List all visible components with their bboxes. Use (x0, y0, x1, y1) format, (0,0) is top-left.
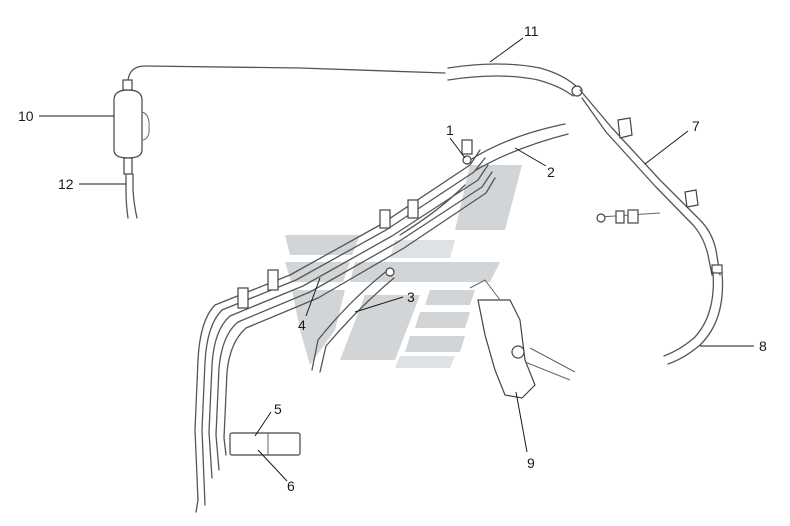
label-12: 12 (58, 176, 74, 192)
label-3: 3 (407, 289, 415, 305)
label-11: 11 (524, 23, 539, 39)
label-8: 8 (759, 338, 767, 354)
top-hose (127, 63, 583, 97)
label-10: 10 (18, 108, 34, 124)
leader-lines (39, 37, 754, 482)
valve-assembly (469, 279, 576, 399)
harness-bundle (194, 139, 496, 513)
watermark-logo (285, 165, 522, 368)
label-6: 6 (287, 478, 295, 494)
label-7: 7 (692, 118, 700, 134)
label-9: 9 (527, 455, 535, 471)
pipe-3 (311, 267, 395, 373)
cylinder (229, 432, 301, 456)
label-5: 5 (274, 401, 282, 417)
label-1: 1 (446, 122, 454, 138)
right-tube-assembly (579, 89, 724, 365)
label-4: 4 (298, 317, 306, 333)
reservoir (113, 79, 150, 219)
label-2: 2 (547, 164, 555, 180)
